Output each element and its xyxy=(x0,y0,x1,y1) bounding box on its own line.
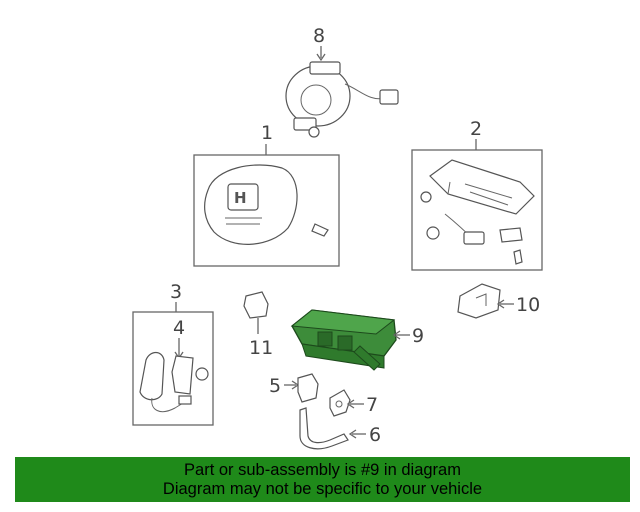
banner-line-2: Diagram may not be specific to your vehi… xyxy=(162,480,483,498)
callout-8: 8 xyxy=(313,25,325,47)
part-10-sensor[interactable]: 10 xyxy=(457,283,540,319)
info-banner: Part or sub-assembly is #9 in diagram Di… xyxy=(15,457,630,502)
part-5-sensor[interactable]: 5 xyxy=(269,373,319,403)
part-2-passenger-airbag[interactable]: 2 xyxy=(411,118,543,271)
part-4-side-airbag-module[interactable]: 4 xyxy=(171,317,209,395)
callout-6: 6 xyxy=(369,424,381,446)
banner-line-1: Part or sub-assembly is #9 in diagram xyxy=(184,461,461,479)
callout-3: 3 xyxy=(170,281,182,303)
part-6-harness[interactable]: 6 xyxy=(299,407,381,450)
part-7-sensor[interactable]: 7 xyxy=(329,389,378,417)
svg-text:H: H xyxy=(234,189,247,207)
callout-11: 11 xyxy=(249,337,273,359)
part-8-clockspring[interactable]: 8 xyxy=(285,25,399,138)
callout-10: 10 xyxy=(516,294,540,316)
part-9-srs-control-unit[interactable]: 9 xyxy=(290,309,424,371)
callout-9: 9 xyxy=(412,325,424,347)
callout-5: 5 xyxy=(269,375,281,397)
callout-7: 7 xyxy=(366,394,378,416)
callout-1: 1 xyxy=(261,122,273,144)
callout-2: 2 xyxy=(470,118,482,140)
parts-diagram: 8 1 H 2 3 xyxy=(132,25,543,450)
callout-4: 4 xyxy=(173,317,185,339)
part-11-sensor[interactable]: 11 xyxy=(243,291,273,359)
part-1-driver-airbag[interactable]: 1 H xyxy=(193,122,340,267)
part-3-side-airbag[interactable]: 3 xyxy=(132,281,214,426)
